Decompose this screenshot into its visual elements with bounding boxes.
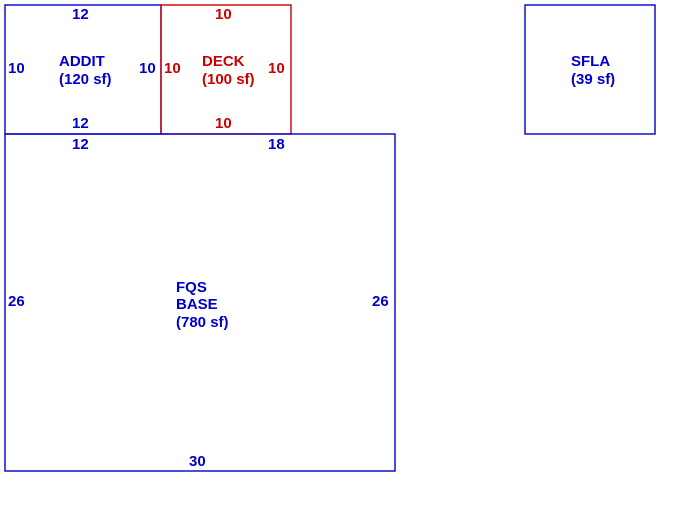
base-outline <box>4 133 396 472</box>
addit-dim-bottom: 12 <box>72 115 89 132</box>
base-room: FQS BASE (780 sf) 12 18 26 26 30 <box>4 133 396 472</box>
base-area: (780 sf) <box>176 314 229 331</box>
deck-dim-right: 10 <box>268 60 285 77</box>
base-dim-left: 26 <box>8 293 25 310</box>
deck-area: (100 sf) <box>202 71 255 88</box>
sfla-name: SFLA <box>571 53 610 70</box>
sfla-area: (39 sf) <box>571 71 615 88</box>
deck-dim-top: 10 <box>215 6 232 23</box>
deck-room: DECK (100 sf) 10 10 10 10 <box>160 4 292 135</box>
addit-dim-right: 10 <box>139 60 156 77</box>
base-dim-top-left: 12 <box>72 136 89 153</box>
base-dim-top-right: 18 <box>268 136 285 153</box>
addit-name: ADDIT <box>59 53 105 70</box>
sfla-outline <box>524 4 656 135</box>
addit-room: ADDIT (120 sf) 12 12 10 10 <box>4 4 162 135</box>
base-dim-right: 26 <box>372 293 389 310</box>
deck-dim-bottom: 10 <box>215 115 232 132</box>
addit-area: (120 sf) <box>59 71 112 88</box>
sfla-room: SFLA (39 sf) <box>524 4 656 135</box>
base-name-line1: FQS <box>176 279 207 296</box>
addit-dim-left: 10 <box>8 60 25 77</box>
base-dim-bottom: 30 <box>189 453 206 470</box>
deck-name: DECK <box>202 53 245 70</box>
deck-dim-left: 10 <box>164 60 181 77</box>
addit-dim-top: 12 <box>72 6 89 23</box>
base-name-line2: BASE <box>176 296 218 313</box>
